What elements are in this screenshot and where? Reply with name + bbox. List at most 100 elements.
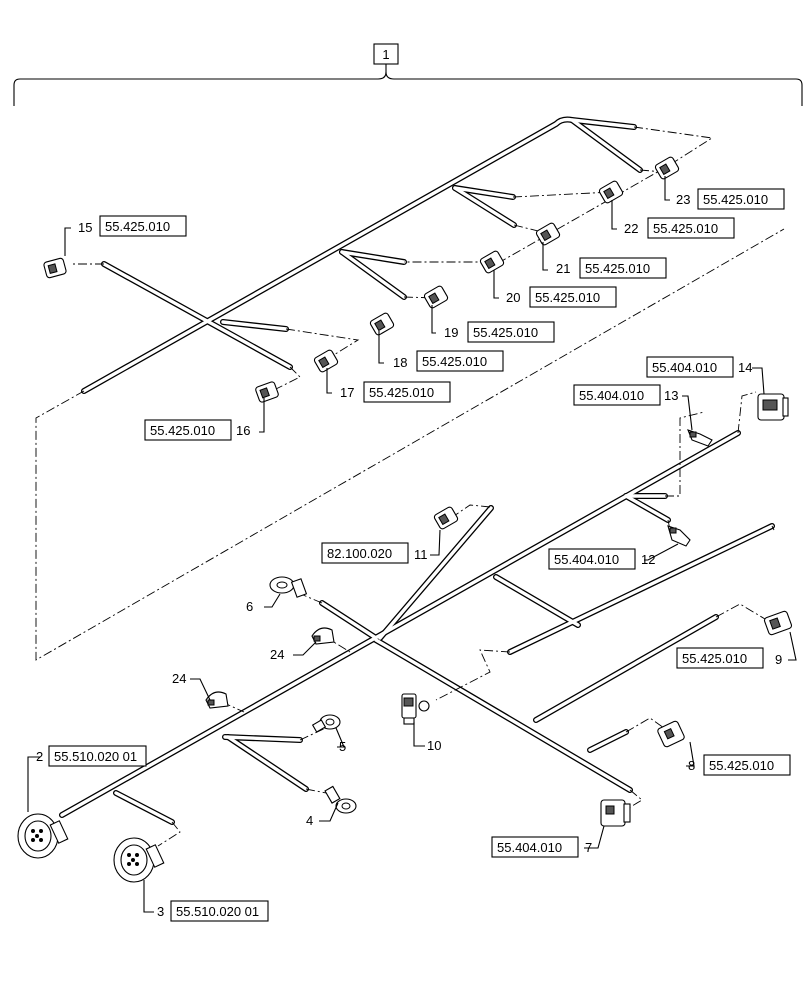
callout-10[interactable]: 10 (427, 738, 441, 753)
wire-core (453, 186, 516, 227)
connector-10-icon[interactable] (401, 693, 430, 725)
connector-7-icon[interactable] (600, 799, 631, 827)
wire-core (588, 730, 628, 752)
svg-text:55.425.010: 55.425.010 (653, 221, 718, 236)
callout-3[interactable]: 3 55.510.020 01 (157, 900, 269, 922)
ref-box (697, 188, 785, 210)
upper-connectors (43, 156, 680, 403)
ref-box (48, 745, 147, 767)
svg-text:55.425.010: 55.425.010 (150, 423, 215, 438)
callout-5[interactable]: 5 (339, 739, 346, 754)
callout-2[interactable]: 2 55.510.020 01 (36, 745, 147, 767)
svg-text:16: 16 (236, 423, 250, 438)
svg-text:55.425.010: 55.425.010 (682, 651, 747, 666)
connector-12-icon[interactable] (667, 525, 691, 547)
connector-24b-icon[interactable] (311, 627, 335, 645)
callout-24a[interactable]: 24 (172, 671, 186, 686)
upper-harness (81, 116, 643, 394)
callout-14[interactable]: 55.404.010 14 (646, 356, 752, 378)
callout-18[interactable]: 18 55.425.010 (393, 350, 504, 372)
connector-13-icon[interactable] (687, 429, 713, 447)
connector-20-icon[interactable] (479, 250, 505, 274)
wire-core (114, 791, 174, 824)
svg-text:15: 15 (78, 220, 92, 235)
svg-text:24: 24 (270, 647, 284, 662)
svg-text:21: 21 (556, 261, 570, 276)
callout-8[interactable]: 8 55.425.010 (688, 754, 791, 776)
connector-9-icon[interactable] (763, 610, 793, 636)
connector-18-icon[interactable] (369, 312, 395, 336)
callout-19[interactable]: 19 55.425.010 (444, 321, 555, 343)
svg-text:20: 20 (506, 290, 520, 305)
callout-17[interactable]: 17 55.425.010 (340, 381, 451, 403)
svg-text:24: 24 (172, 671, 186, 686)
connector-14-icon[interactable] (757, 393, 789, 421)
callout-24b[interactable]: 24 (270, 647, 284, 662)
ref-box (467, 321, 555, 343)
connector-17-icon[interactable] (313, 349, 339, 373)
connector-8-icon[interactable] (657, 720, 685, 748)
ref-box (529, 286, 617, 308)
ref-box (703, 754, 791, 776)
connector-24a-icon[interactable] (205, 691, 229, 709)
svg-text:10: 10 (427, 738, 441, 753)
svg-text:55.510.020 01: 55.510.020 01 (54, 749, 137, 764)
svg-text:7: 7 (585, 840, 592, 855)
lower-harness (59, 430, 775, 825)
svg-text:5: 5 (339, 739, 346, 754)
connector-5-icon[interactable] (311, 714, 341, 733)
svg-text:22: 22 (624, 221, 638, 236)
callout-15[interactable]: 15 55.425.010 (78, 215, 187, 237)
wire-core (374, 638, 632, 792)
wire-core (340, 250, 406, 299)
callout-7[interactable]: 55.404.010 7 (491, 836, 592, 858)
wire-core (223, 735, 302, 742)
callout-16[interactable]: 55.425.010 16 (144, 419, 250, 441)
svg-text:55.425.010: 55.425.010 (585, 261, 650, 276)
wire-core (570, 118, 642, 172)
ref-box (491, 836, 579, 858)
svg-text:55.425.010: 55.425.010 (703, 192, 768, 207)
wire-core (508, 524, 774, 654)
callout-21[interactable]: 21 55.425.010 (556, 257, 667, 279)
svg-text:9: 9 (775, 652, 782, 667)
connector-6-icon[interactable] (269, 576, 308, 598)
ref-box (99, 215, 187, 237)
connector-3-icon[interactable] (113, 837, 165, 883)
svg-text:6: 6 (246, 599, 253, 614)
connector-22-icon[interactable] (598, 180, 624, 204)
lower-parts (17, 393, 793, 883)
svg-text:55.404.010: 55.404.010 (579, 388, 644, 403)
ref-box (676, 647, 764, 669)
callout-12[interactable]: 55.404.010 12 (548, 548, 655, 570)
connector-11-icon[interactable] (433, 506, 459, 530)
callout-4[interactable]: 4 (306, 813, 313, 828)
callout-13[interactable]: 55.404.010 13 (573, 384, 678, 406)
bracket-left (13, 71, 387, 106)
callout-23[interactable]: 23 55.425.010 (676, 188, 785, 210)
wire-core (102, 262, 292, 369)
bracket-right (385, 64, 803, 106)
connector-21-icon[interactable] (535, 222, 561, 246)
svg-text:4: 4 (306, 813, 313, 828)
connector-23-icon[interactable] (654, 156, 680, 180)
connector-19-icon[interactable] (423, 285, 449, 309)
callout-9[interactable]: 55.425.010 9 (676, 647, 782, 669)
callout-11[interactable]: 82.100.020 11 (321, 542, 428, 564)
callout-6[interactable]: 6 (246, 599, 253, 614)
ref-box (363, 381, 451, 403)
connector-4-icon[interactable] (324, 785, 357, 814)
callout-20[interactable]: 20 55.425.010 (506, 286, 617, 308)
wire-core (226, 735, 308, 791)
ref-box (573, 384, 661, 406)
connector-16-icon[interactable] (255, 381, 279, 403)
connector-15-icon[interactable] (43, 257, 67, 279)
svg-text:13: 13 (664, 388, 678, 403)
svg-text:55.425.010: 55.425.010 (535, 290, 600, 305)
ref-box (416, 350, 504, 372)
connector-2-icon[interactable] (17, 813, 69, 859)
callout-22[interactable]: 22 55.425.010 (624, 217, 735, 239)
svg-text:55.425.010: 55.425.010 (422, 354, 487, 369)
